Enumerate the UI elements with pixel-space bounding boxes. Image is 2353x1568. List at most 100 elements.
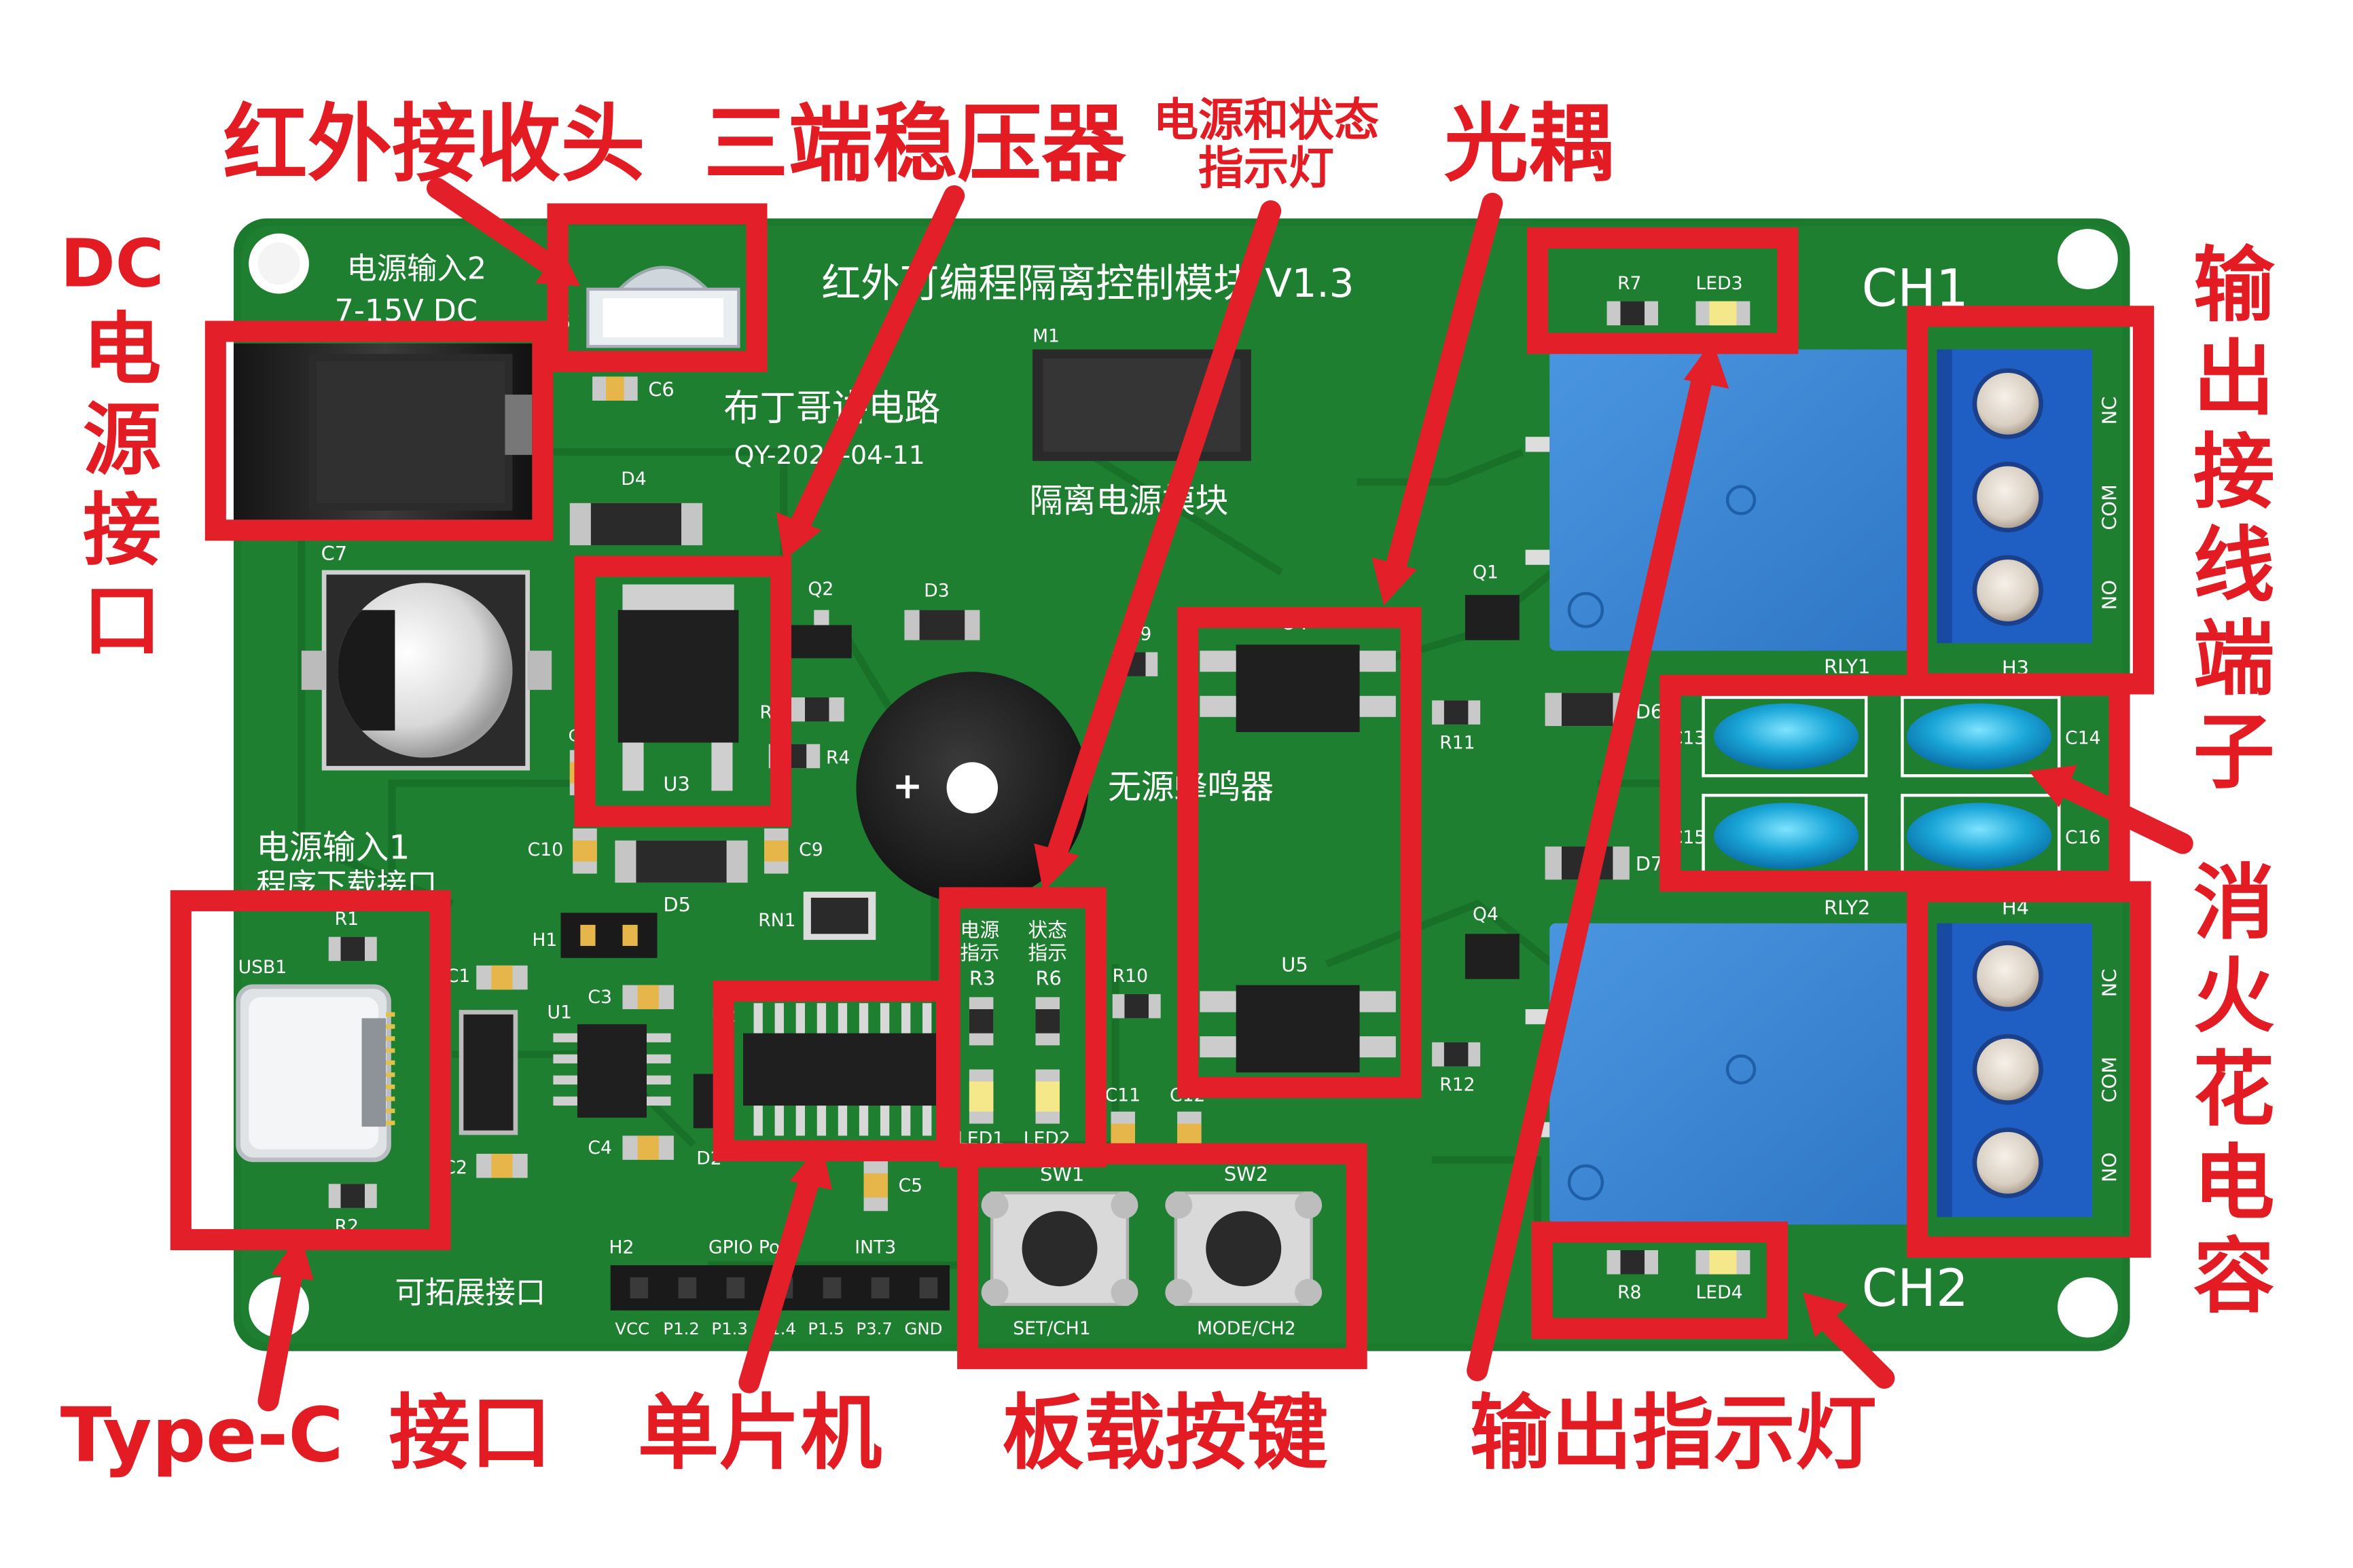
mounting-hole: [2058, 1277, 2118, 1338]
ref-r4: R4: [826, 748, 850, 769]
label-typec-port: 接口: [389, 1387, 552, 1481]
power-ind-label: 指示: [960, 941, 1000, 964]
buzzer: +: [856, 672, 1089, 904]
label-snubber-cap: 火: [2193, 949, 2275, 1044]
ref-c10: C10: [528, 839, 563, 860]
label-power-status-led-1: 电源和状态: [1153, 94, 1380, 147]
ref-c11: C11: [1105, 1084, 1140, 1106]
ref-rly2: RLY2: [1824, 896, 1870, 919]
button-sw2[interactable]: SW2 MODE/CH2: [1165, 1163, 1323, 1339]
iso-module-label: 隔离电源模块: [1030, 481, 1229, 520]
terminal-com-label: COM: [2098, 1057, 2121, 1103]
resistor-r5: R: [759, 697, 844, 723]
ref-d4: D4: [621, 469, 646, 490]
ref-u1: U1: [547, 1002, 572, 1023]
label-output-terminal: 出: [2193, 332, 2275, 426]
label-snubber-cap: 容: [2193, 1230, 2275, 1324]
ref-u3: U3: [663, 772, 689, 795]
transistor-q4: Q4: [1465, 904, 1520, 979]
box-usb: [170, 890, 451, 1250]
chip-u1: C1 C3 U1 C2 C4 D2: [443, 965, 722, 1178]
transistor-q1: Q1: [1465, 562, 1520, 640]
resistor-r11: R11: [1432, 700, 1481, 753]
label-dc-char: 接: [83, 486, 161, 577]
ir-receiver: U6: [545, 266, 740, 348]
terminal-nc-label: NC: [2098, 969, 2121, 998]
ref-m1: M1: [1032, 326, 1060, 347]
ref-c4: C4: [588, 1137, 612, 1159]
capacitor-c6: C6: [592, 376, 675, 401]
diode-d5: D5: [615, 840, 748, 916]
box-output-led-ch1: [1526, 227, 1799, 354]
ref-h1: H1: [532, 930, 557, 951]
pin-label: P1.5: [808, 1319, 844, 1338]
label-output-terminal: 端: [2193, 612, 2275, 706]
label-ir-receiver: 红外接收头: [223, 96, 645, 194]
pin-label: P1.2: [663, 1319, 700, 1338]
ref-r7: R7: [1617, 273, 1641, 294]
ref-u5: U5: [1281, 953, 1308, 977]
ref-q1: Q1: [1473, 562, 1498, 583]
power-input-2-label: 电源输入2: [346, 251, 486, 286]
annotation-boxes: [170, 203, 2155, 1370]
optocoupler-u4: U4: [1200, 611, 1396, 732]
terminal-no-label: NO: [2098, 580, 2121, 610]
label-output-terminal: 接: [2193, 425, 2275, 519]
ref-q4: Q4: [1473, 904, 1498, 925]
label-output-terminal: 子: [2193, 706, 2275, 800]
ref-d5: D5: [663, 893, 691, 916]
ref-usb1: USB1: [238, 957, 287, 978]
ref-r11: R11: [1439, 732, 1475, 753]
label-output-led: 输出指示灯: [1470, 1387, 1877, 1481]
ref-c7: C7: [321, 542, 347, 565]
label-snubber-cap: 花: [2193, 1043, 2275, 1137]
ref-r1: R1: [335, 909, 359, 930]
ref-h2: H2: [609, 1237, 634, 1258]
ref-r10: R10: [1113, 966, 1148, 987]
pin-label: P3.7: [856, 1319, 893, 1338]
label-typec: Type-C: [60, 1392, 344, 1480]
diode-d4: D4: [569, 469, 703, 545]
dc-jack: DC1: [233, 318, 535, 522]
resistor-network-rn1: RN1: [758, 892, 876, 941]
terminal-block-h4: H4 NC COM NO: [1937, 896, 2121, 1218]
ref-led3: LED3: [1695, 273, 1742, 294]
terminal-nc-label: NC: [2098, 397, 2121, 425]
label-snubber-cap: 电: [2193, 1136, 2275, 1230]
label-dc-char: 源: [83, 395, 161, 486]
label-regulator: 三端稳压器: [704, 96, 1126, 194]
label-dc-char: 电: [83, 305, 161, 396]
box-output-led-ch2: [1531, 1221, 1788, 1339]
power-status-leds: 电源 指示 状态 指示 R3 R6 LED1 LED2: [957, 919, 1071, 1150]
voltage-regulator-u3: U3: [617, 584, 739, 795]
box-regulator: [574, 555, 792, 827]
ref-led4: LED4: [1695, 1282, 1742, 1303]
pin-label: VCC: [615, 1319, 649, 1338]
ref-c14: C14: [2065, 728, 2100, 749]
box-dc-jack: [204, 321, 554, 541]
ref-d7: D7: [1636, 852, 1664, 875]
output-led-ch2: R8 LED4: [1606, 1250, 1750, 1303]
ref-c9: C9: [799, 839, 823, 860]
mcu-u2: U2 C5: [711, 1003, 942, 1211]
ch2-label: CH2: [1862, 1258, 1969, 1318]
sw1-label: SET/CH1: [1013, 1318, 1090, 1339]
ref-r6: R6: [1036, 967, 1062, 990]
pin-label: GND: [904, 1319, 942, 1338]
transistor-q2: Q2: [791, 579, 852, 659]
power-input-1-label: 电源输入1: [256, 828, 410, 867]
author-label: 布丁哥讲电路: [723, 387, 940, 429]
box-buttons: [957, 1143, 1367, 1370]
label-dc: DC: [60, 225, 164, 302]
int3-label: INT3: [855, 1237, 896, 1258]
label-output-terminal: 线: [2193, 519, 2275, 613]
box-ir-receiver: [547, 203, 768, 372]
ref-c3: C3: [588, 987, 612, 1008]
terminal-block-h3: H3 NC COM NO: [1937, 349, 2121, 680]
header-h1: H1: [532, 913, 658, 958]
relay-rly1: RLY1: [1525, 349, 1911, 678]
status-ind-label: 状态: [1028, 919, 1067, 942]
button-sw1[interactable]: SW1 SET/CH1: [981, 1163, 1138, 1339]
resistor-r10: R10: [1112, 966, 1161, 1019]
